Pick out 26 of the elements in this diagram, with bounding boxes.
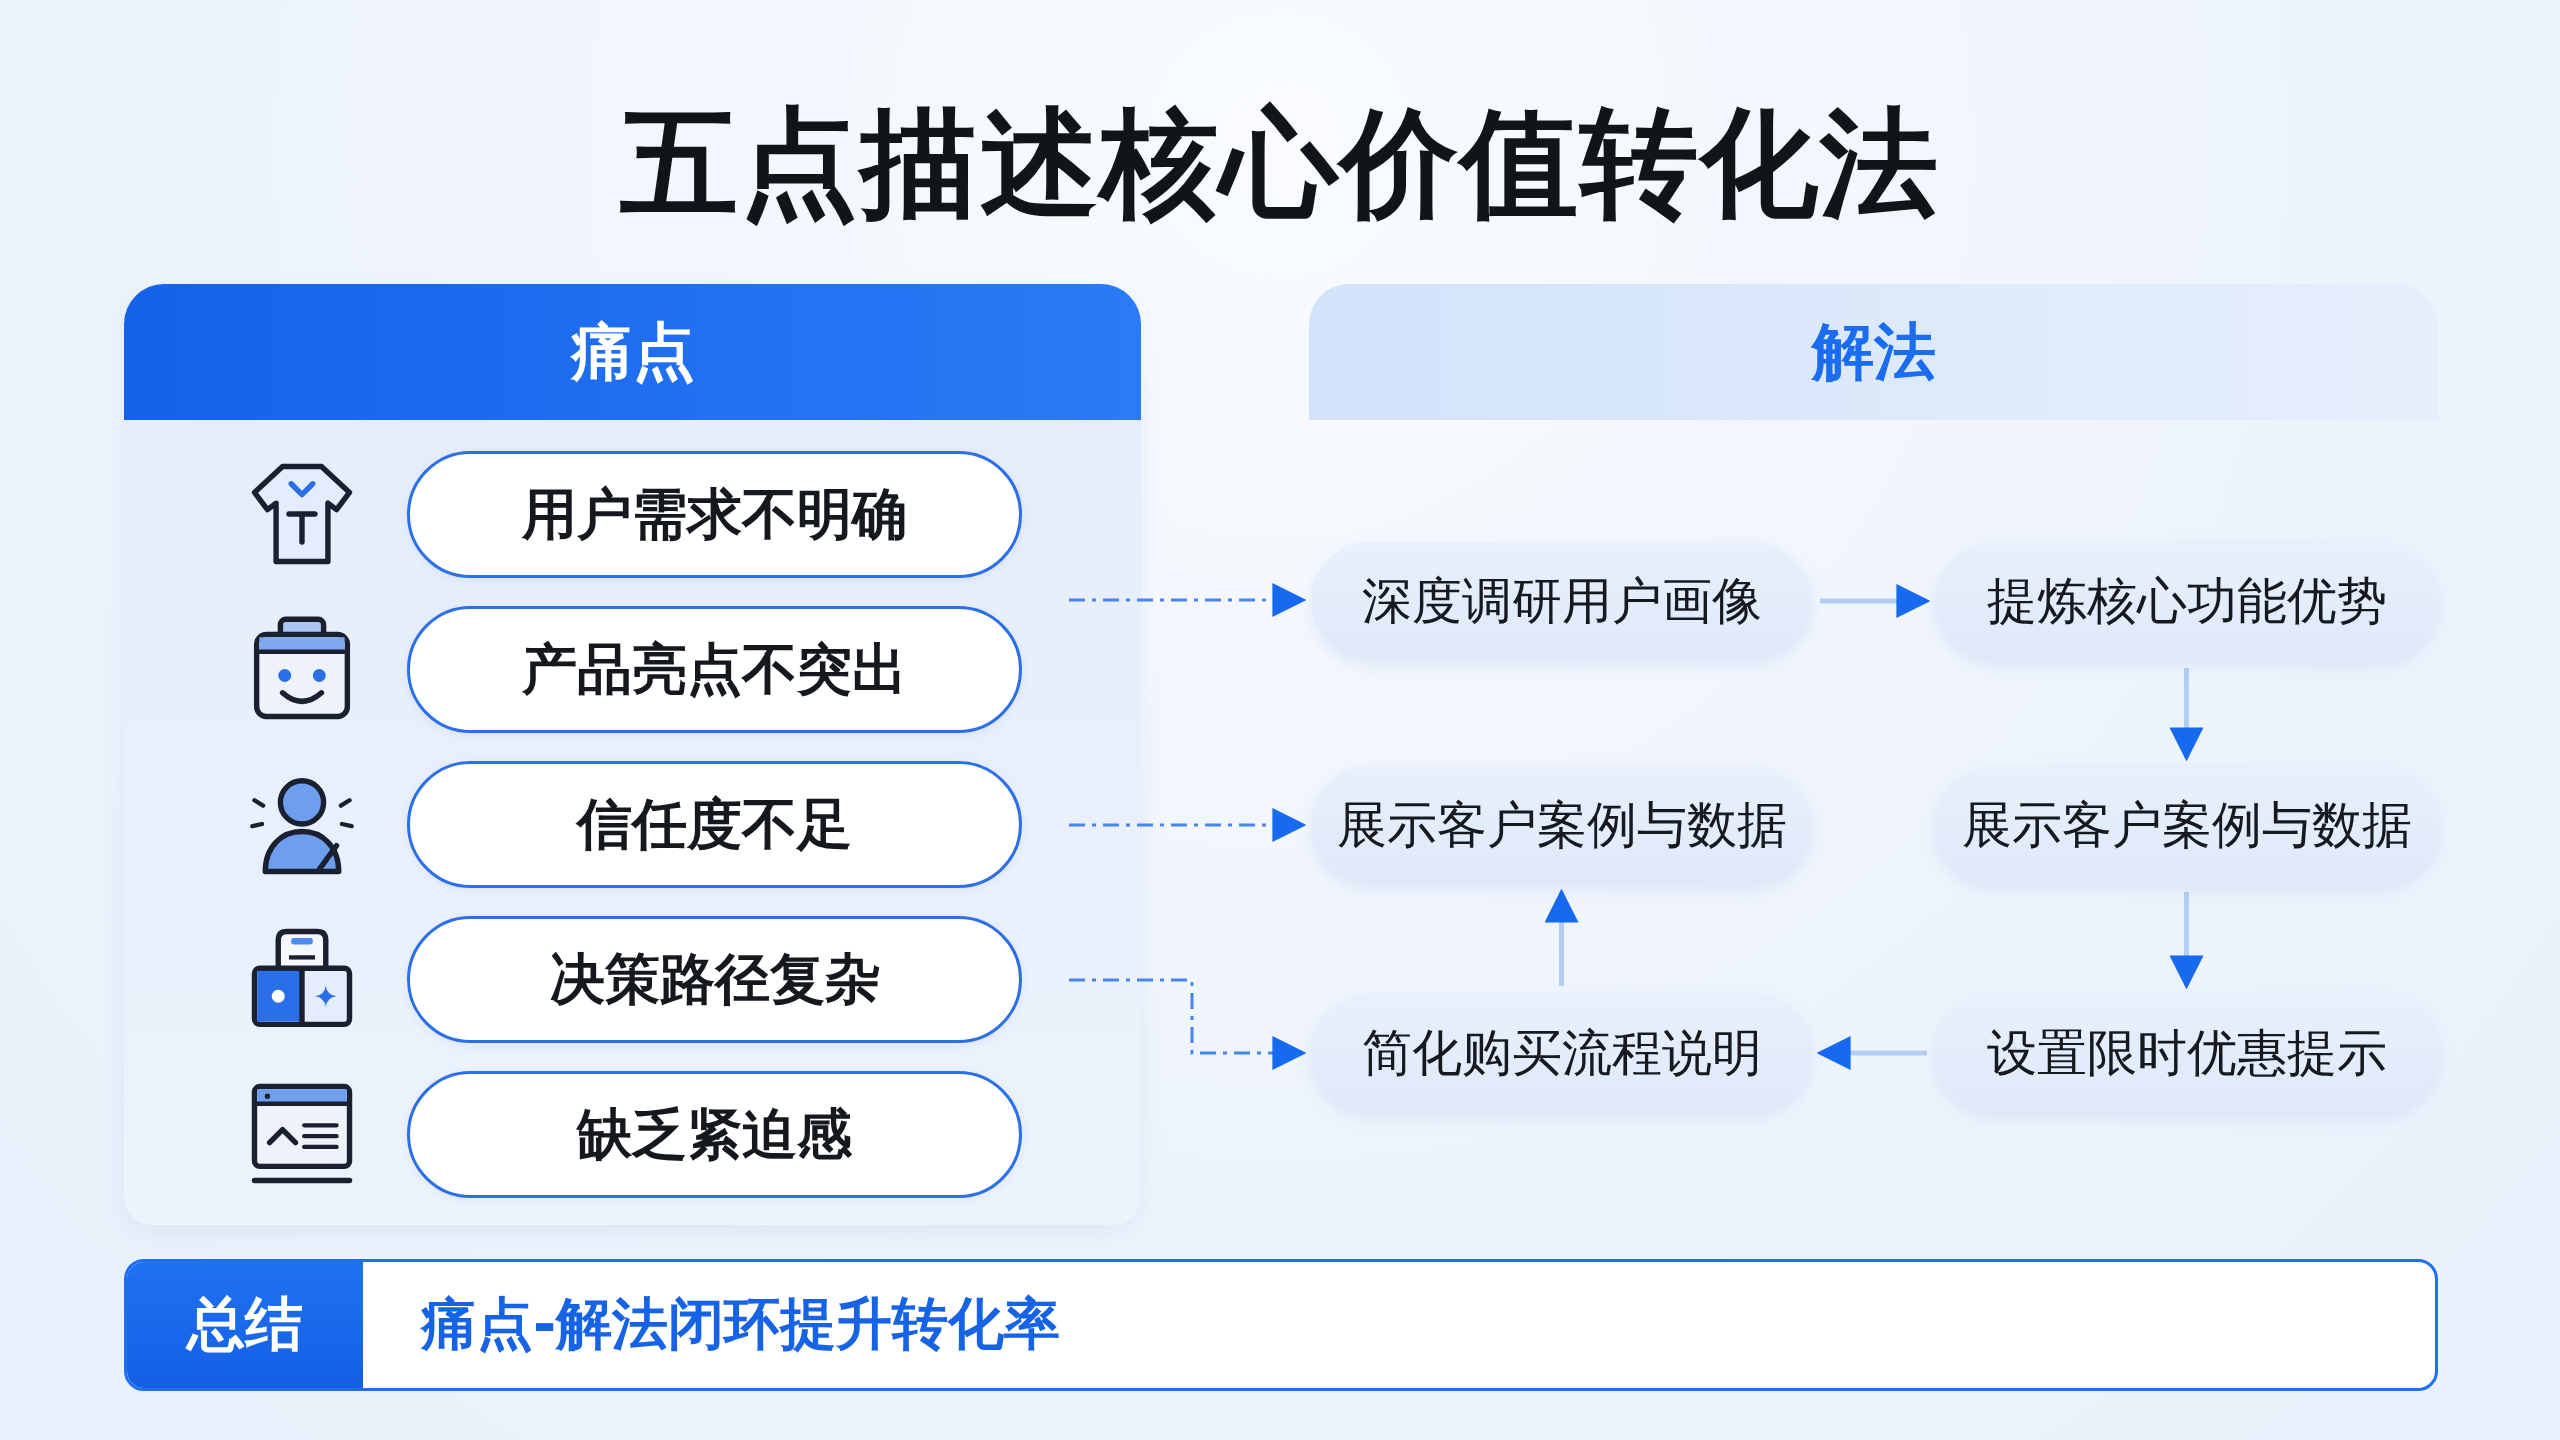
solution-step: 简化购买流程说明 [1311,994,1812,1112]
arrow [1544,888,1579,986]
pain-point-pill: 信任度不足 [407,761,1022,888]
arrow [1820,584,1931,618]
pain-point-pill: 用户需求不明确 [407,451,1022,578]
arrow [2169,892,2204,990]
dashed-arrow [1069,978,1307,1070]
panel [124,284,1141,1225]
summary-bar [124,1259,2438,1391]
arrow [1816,1036,1927,1070]
summary-text: 痛点-解法闭环提升转化率 [421,1290,1061,1358]
title: 五点描述核心价值转化法 [620,93,1940,233]
solution-step: 展示客户案例与数据 [1935,766,2438,884]
panel-header: 痛点 [124,284,1141,420]
solution-step: 深度调研用户画像 [1311,542,1812,660]
pain-point-pill: 决策路径复杂 [407,916,1022,1043]
summary-tag: 总结 [127,1262,363,1388]
solution-step: 展示客户案例与数据 [1311,766,1812,884]
pain-point-pill: 缺乏紧迫感 [407,1071,1022,1198]
solution-step: 提炼核心功能优势 [1935,542,2438,660]
solution-step: 设置限时优惠提示 [1935,994,2438,1112]
dashed-arrow [1069,808,1307,842]
arrow [2169,668,2204,762]
pain-point-pill: 产品亮点不突出 [407,606,1022,733]
panel-header: 解法 [1309,284,2438,420]
dashed-arrow [1069,583,1307,617]
